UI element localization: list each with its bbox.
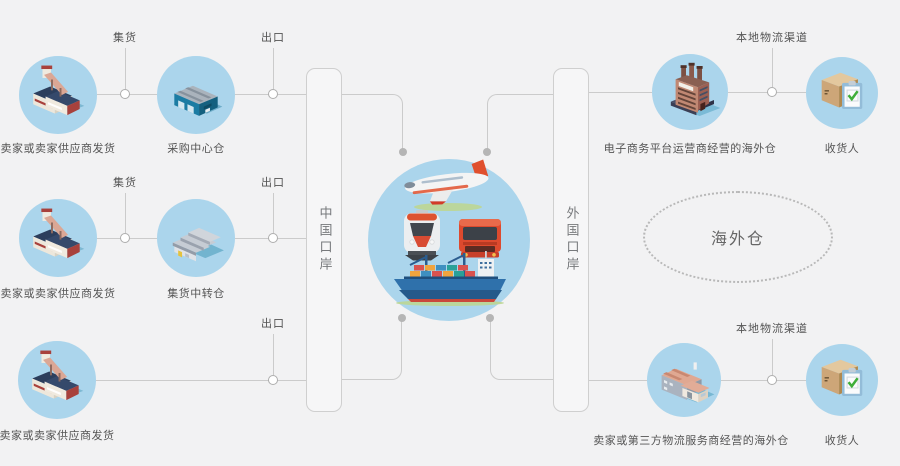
connector-stem [273,334,274,375]
caption-transit-warehouse: 集货中转仓 [167,287,225,300]
step-label-local-channel-2: 本地物流渠道 [736,322,808,335]
connector-elbow [487,94,553,152]
caption-platform-warehouse: 电子商务平台运营商经营的海外仓 [603,142,777,155]
factory-complex-icon [33,208,85,259]
transit-warehouse-circle [157,199,235,277]
step-label-export-3: 出口 [261,317,285,330]
caption-thirdparty-warehouse: 卖家或第三方物流服务商经营的海外仓 [593,434,789,447]
caption-purchase-warehouse: 采购中心仓 [167,142,225,155]
caption-seller-1: 卖家或卖家供应商发货 [0,142,116,155]
connector-elbow [490,318,553,380]
connector-stem [772,339,773,375]
seller-circle-1 [19,56,97,134]
connector-line [96,380,306,381]
connector-stem [273,48,274,89]
connector-stem [273,193,274,233]
connection-dot [486,314,494,322]
warehouse-house-icon [661,362,715,403]
step-label-export-1: 出口 [261,31,285,44]
connector-line [589,380,647,381]
junction-node [268,375,278,385]
overseas-warehouse-ellipse: 海外仓 [643,191,833,283]
seller-circle-2 [19,199,97,277]
step-label-consolidation-1: 集货 [113,31,137,44]
junction-node [120,89,130,99]
junction-node [268,233,278,243]
purchase-warehouse-circle [157,56,235,134]
transport-hub-circle [368,159,530,321]
junction-node [767,87,777,97]
connector-line [721,380,806,381]
receiver-circle-2 [806,344,878,416]
junction-node [120,233,130,243]
caption-seller-2: 卖家或卖家供应商发货 [0,287,116,300]
brick-factory-icon [670,62,721,116]
connector-stem [125,48,126,89]
seller-circle-3 [18,341,96,419]
connection-dot [399,148,407,156]
connection-dot [483,148,491,156]
china-port-label: 中国口岸 [316,206,332,274]
train-icon [404,210,440,261]
package-checklist-icon [821,72,863,109]
junction-node [268,89,278,99]
truck-icon [459,219,501,258]
connector-elbow [342,94,403,152]
platform-warehouse-circle [652,54,728,130]
thirdparty-warehouse-circle [647,343,721,417]
package-checklist-icon [821,359,863,396]
factory-complex-icon [33,65,85,116]
china-port-bar: 中国口岸 [306,68,342,412]
factory-complex-icon [32,350,84,401]
junction-node [767,375,777,385]
cargo-ship-icon [394,251,506,306]
foreign-port-label: 外国口岸 [563,206,579,274]
connector-elbow [342,318,402,380]
blue-warehouse-icon [174,85,223,116]
airplane-icon [404,159,489,211]
connector-stem [772,48,773,87]
caption-receiver-2: 收货人 [824,434,860,447]
connector-stem [125,193,126,233]
caption-receiver-1: 收货人 [824,142,860,155]
stepped-warehouse-icon [172,227,224,262]
transport-modes-icon [394,159,506,306]
caption-seller-3: 卖家或卖家供应商发货 [0,429,115,442]
connector-line [589,92,652,93]
step-label-consolidation-2: 集货 [113,176,137,189]
receiver-circle-1 [806,57,878,129]
connection-dot [398,314,406,322]
step-label-export-2: 出口 [261,176,285,189]
foreign-port-bar: 外国口岸 [553,68,589,412]
step-label-local-channel-1: 本地物流渠道 [736,31,808,44]
overseas-warehouse-label: 海外仓 [710,229,765,248]
